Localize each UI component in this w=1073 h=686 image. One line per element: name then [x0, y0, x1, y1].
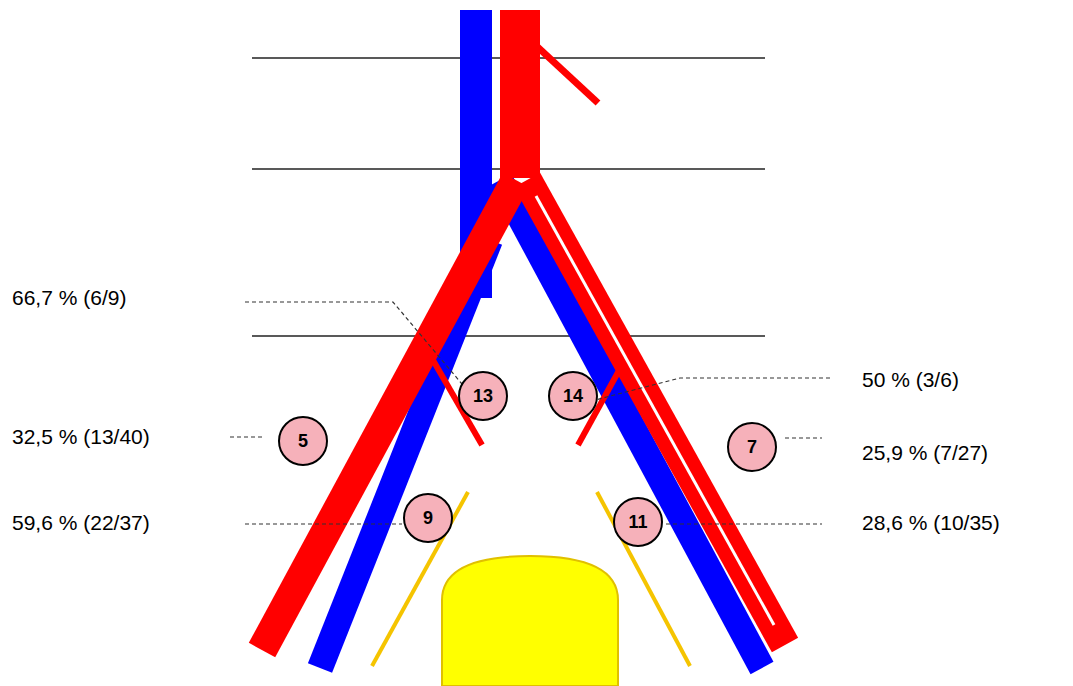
iliac-vein: [500, 180, 762, 668]
leader-line: [230, 436, 262, 437]
vessel-separator: [536, 196, 774, 625]
station-number: 9: [423, 509, 433, 527]
lymph-node-station: 5: [278, 416, 328, 466]
iliac-artery: [527, 180, 785, 645]
leader-line: [785, 437, 822, 438]
station-number: 13: [473, 387, 493, 405]
leader-line: [666, 523, 822, 524]
leader-line: [245, 302, 462, 384]
percentage-label: 66,7 % (6/9): [10, 286, 128, 309]
percentage-label: 25,9 % (7/27): [860, 441, 990, 464]
level-line: [252, 335, 765, 337]
station-number: 7: [747, 438, 757, 456]
percentage-label: 32,5 % (13/40): [10, 425, 152, 448]
leader-line: [245, 523, 402, 524]
artery-branch: [530, 40, 598, 103]
iliac-artery: [262, 180, 516, 650]
aorta: [500, 10, 540, 178]
station-number: 5: [298, 432, 308, 450]
bladder: [442, 556, 618, 686]
leader-line: [595, 378, 830, 400]
percentage-label: 59,6 % (22/37): [10, 511, 152, 534]
lymph-node-station: 11: [613, 497, 663, 547]
lymph-node-station: 9: [403, 493, 453, 543]
percentage-label: 28,6 % (10/35): [860, 511, 1002, 534]
station-number: 14: [563, 387, 583, 405]
station-number: 11: [628, 513, 647, 531]
lymph-node-station: 14: [548, 371, 598, 421]
percentage-label: 50 % (3/6): [860, 368, 961, 391]
lymph-node-station: 13: [458, 371, 508, 421]
lymph-node-station: 7: [727, 422, 777, 472]
